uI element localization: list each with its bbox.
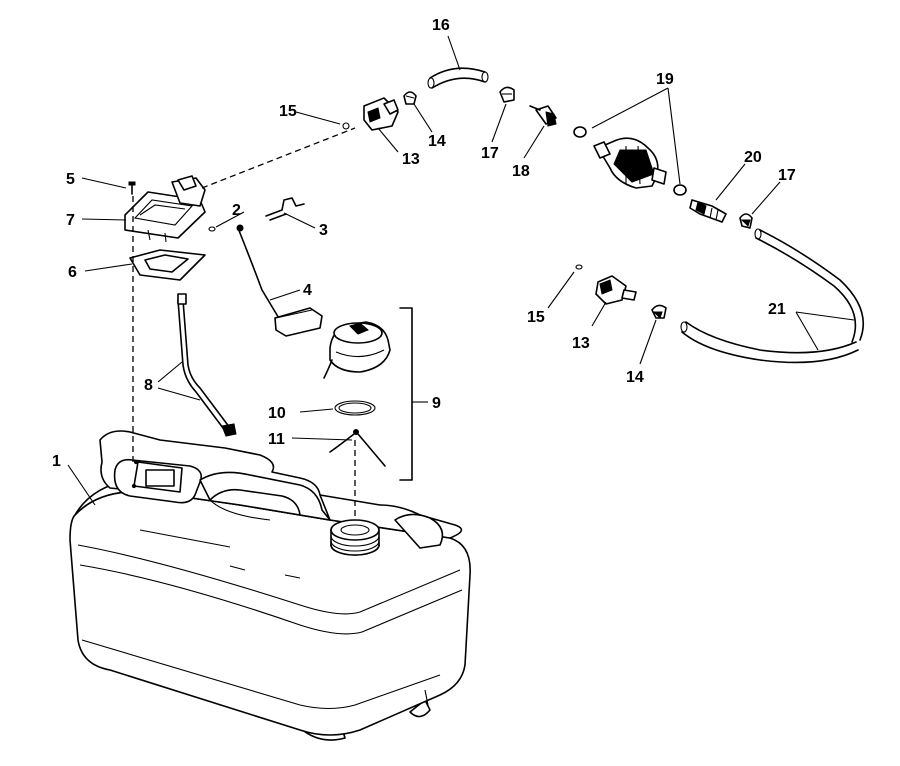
leader-lines — [67, 35, 855, 506]
engine-connector — [595, 275, 637, 305]
cap-gasket-inner — [338, 402, 372, 414]
mount-gasket — [129, 249, 206, 281]
callout-2: 2 — [232, 202, 241, 219]
callout-18: 18 — [512, 163, 530, 180]
callout-10: 10 — [268, 405, 286, 422]
gauge-cap — [323, 321, 391, 379]
callout-5: 5 — [66, 171, 75, 188]
callout-4: 4 — [303, 282, 312, 299]
callout-13-lower: 13 — [572, 335, 590, 352]
hose-clamp — [739, 213, 753, 229]
connector-o-ring — [575, 264, 583, 270]
hose-clamp — [651, 304, 667, 319]
callout-15-upper: 15 — [279, 103, 297, 120]
callout-19: 19 — [656, 71, 674, 88]
callout-9: 9 — [432, 395, 441, 412]
fuel-hose-short — [427, 67, 489, 89]
pickup-tube — [177, 293, 237, 437]
callout-16: 16 — [432, 17, 450, 34]
cap-gasket — [334, 400, 376, 416]
callout-21: 21 — [768, 301, 786, 318]
callout-8: 8 — [144, 377, 153, 394]
callout-14-lower: 14 — [626, 369, 644, 386]
hose-clamp — [499, 86, 515, 103]
callout-1: 1 — [52, 453, 61, 470]
callout-6: 6 — [68, 264, 77, 281]
fuel-pickup-mount — [124, 175, 206, 243]
group-bracket — [399, 307, 413, 481]
alignment-line — [201, 127, 356, 189]
gauge-spring-clip — [265, 197, 305, 221]
callout-13-upper: 13 — [402, 151, 420, 168]
callout-3: 3 — [319, 222, 328, 239]
callout-7: 7 — [66, 212, 75, 229]
check-valve — [573, 126, 687, 196]
callout-15-lower: 15 — [527, 309, 545, 326]
callout-labels: 1 2 3 4 5 6 7 8 9 10 11 13 13 14 14 15 1… — [52, 17, 796, 470]
callout-14-upper: 14 — [428, 133, 446, 150]
callout-11: 11 — [268, 431, 285, 448]
connector-o-ring — [342, 122, 350, 130]
callout-20: 20 — [744, 149, 762, 166]
engine-fitting — [689, 199, 727, 223]
callout-17-right: 17 — [778, 167, 796, 184]
tank-connector — [363, 97, 399, 131]
hose-clamp — [403, 91, 417, 105]
gauge-float-assembly — [236, 224, 323, 337]
fuel-hose-long — [680, 228, 864, 364]
primer-bulb — [593, 137, 667, 189]
callout-17-upper: 17 — [481, 145, 499, 162]
fuel-tank — [69, 430, 471, 741]
o-ring — [208, 226, 216, 232]
hose-fitting — [529, 105, 557, 127]
cap-retainer — [329, 429, 386, 467]
mount-screw — [128, 181, 136, 195]
